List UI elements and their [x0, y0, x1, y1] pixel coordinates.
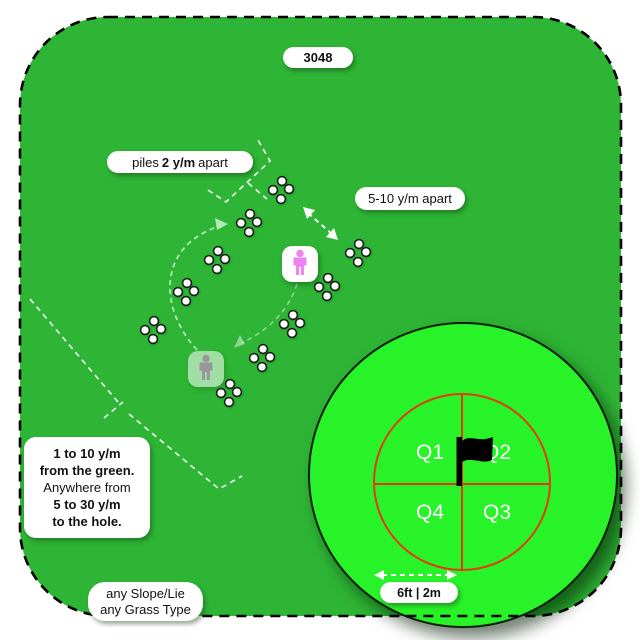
conditions-label: any Slope/Lie any Grass Type [88, 582, 203, 621]
golf-ball-icon [264, 351, 276, 363]
target-quadrants: Q1 Q2 Q3 Q4 [373, 393, 551, 571]
row-spacing-text: 5-10 y/m apart [368, 191, 452, 206]
golf-ball-icon [248, 352, 260, 364]
golf-ball-icon [287, 309, 299, 321]
info-line-5: to the hole. [52, 514, 122, 529]
conditions-line-2: any Grass Type [100, 601, 191, 617]
piles-area-boundary-top [207, 139, 272, 204]
drill-number-label: 3048 [303, 50, 333, 65]
golf-ball-icon [322, 272, 334, 284]
golf-ball-icon [353, 238, 365, 250]
info-line-1: 1 to 10 y/m [53, 446, 121, 461]
ball-pile [278, 309, 306, 339]
golf-ball-icon [219, 253, 231, 265]
golf-ball-icon [329, 280, 341, 292]
ball-pile [172, 277, 200, 307]
drop-zone-boundary-notch [103, 401, 124, 419]
golf-ball-icon [286, 327, 298, 339]
quadrant-q1-label: Q1 [416, 441, 444, 464]
golf-ball-icon [147, 333, 159, 345]
piles-label-value: 2 y/m [161, 154, 196, 170]
info-line-3: Anywhere from [43, 480, 131, 495]
golf-ball-icon [275, 193, 287, 205]
golf-ball-icon [344, 247, 356, 259]
golf-ball-icon [352, 256, 364, 268]
piles-label-post: apart [198, 154, 228, 170]
golf-ball-icon [278, 318, 290, 330]
golf-ball-icon [180, 295, 192, 307]
quadrant-q4-label: Q4 [416, 501, 444, 524]
golf-ball-icon [313, 281, 325, 293]
flag-pole [456, 437, 462, 486]
ball-pile [248, 343, 276, 373]
player-marker [188, 351, 224, 387]
ball-piles-layer [139, 175, 372, 408]
golf-ball-icon [212, 245, 224, 257]
golf-ball-icon [215, 387, 227, 399]
golf-ball-icon [211, 263, 223, 275]
golf-ball-icon [181, 277, 193, 289]
player-path-line [241, 283, 298, 344]
measure-text: 6ft | 2m [397, 585, 441, 600]
person-icon [202, 354, 210, 363]
info-line-4: 5 to 30 y/m [53, 497, 121, 512]
piles-spacing-label: piles 2 y/m apart [107, 151, 253, 173]
ball-pile [267, 175, 295, 205]
flag-icon [462, 437, 493, 462]
golf-ball-icon [244, 208, 256, 220]
players-layer [188, 246, 318, 387]
golf-ball-icon [267, 184, 279, 196]
golf-ball-icon [283, 183, 295, 195]
piles-area-boundary-top-notch [247, 182, 268, 200]
ball-pile [313, 272, 341, 302]
conditions-line-1: any Slope/Lie [106, 586, 185, 601]
ball-pile [139, 315, 167, 345]
golf-ball-icon [360, 246, 372, 258]
measure-label: 6ft | 2m [380, 582, 458, 603]
golf-ball-icon [224, 378, 236, 390]
golf-ball-icon [203, 254, 215, 266]
golf-ball-icon [235, 217, 247, 229]
quadrant-q3-label: Q3 [483, 501, 511, 524]
row-spacing-label: 5-10 y/m apart [355, 187, 465, 210]
ball-pile [203, 245, 231, 275]
person-icon [293, 257, 307, 275]
golf-ball-icon [321, 290, 333, 302]
field-dashed-border [18, 15, 623, 618]
golf-ball-icon [251, 216, 263, 228]
ball-pile [215, 378, 243, 408]
golf-ball-icon [188, 285, 200, 297]
golf-ball-icon [276, 175, 288, 187]
golf-ball-icon [139, 324, 151, 336]
person-icon [199, 362, 213, 380]
drop-zone-boundary-left [29, 298, 119, 403]
golf-ball-icon [148, 315, 160, 327]
info-line-2: from the green. [39, 463, 135, 478]
golf-ball-icon [257, 343, 269, 355]
golf-ball-icon [223, 396, 235, 408]
spacing-arrowhead-down-icon [326, 228, 338, 240]
golf-ball-icon [155, 323, 167, 335]
walk-path-arrowhead-icon [215, 218, 228, 230]
person-icon [296, 249, 304, 258]
measure-arrowhead-left-icon [374, 570, 384, 580]
distance-info-box: 1 to 10 y/m from the green. Anywhere fro… [24, 437, 150, 538]
drop-zone-boundary-bottom [128, 413, 243, 490]
golf-ball-icon [294, 317, 306, 329]
golf-ball-icon [256, 361, 268, 373]
player-marker [282, 246, 318, 282]
ball-pile [235, 208, 263, 238]
measure-arrowhead-right-icon [447, 570, 457, 580]
golf-ball-icon [243, 226, 255, 238]
piles-label-pre: piles [132, 154, 159, 170]
ball-pile [344, 238, 372, 268]
golf-ball-icon [231, 386, 243, 398]
golf-ball-icon [172, 286, 184, 298]
drill-number-badge: 3048 [283, 47, 353, 68]
player-path-arrowhead-icon [234, 335, 245, 348]
spacing-arrowhead-up-icon [303, 207, 315, 219]
spacing-arrow-line [307, 212, 334, 236]
